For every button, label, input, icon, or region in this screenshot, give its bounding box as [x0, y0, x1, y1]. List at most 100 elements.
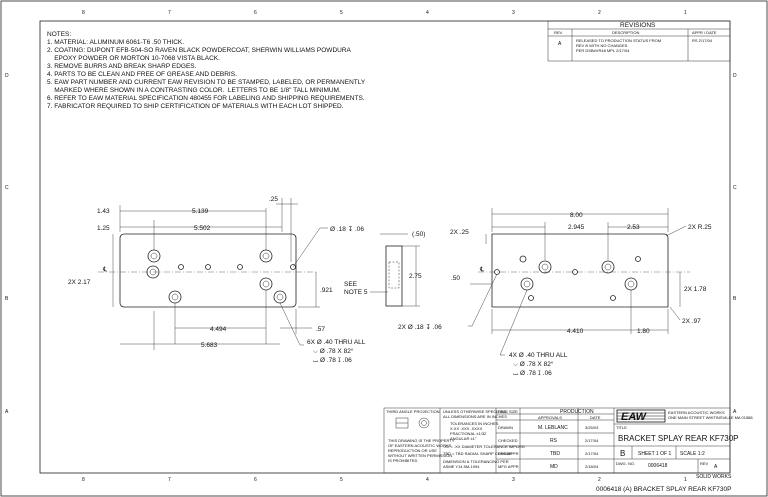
- left-view: ℄ 1.43 1.25 5.139 5.502 .25: [68, 196, 366, 364]
- left-dim-5139: 5.139: [192, 208, 209, 215]
- tb-third-angle: THIRD ANGLE PROJECTION: [386, 409, 440, 414]
- zone-labels-bottom: 8 7 6 5 4 3 2 1: [82, 477, 687, 483]
- zone-left-C: C: [5, 185, 9, 191]
- left-part-outline: [119, 233, 297, 308]
- tb-name-mfg: MD: [550, 464, 558, 470]
- note-line-7: MARKED WHERE SHOWN IN A CONTRASTING COLO…: [47, 87, 341, 94]
- zone-labels-left: D C B A: [5, 73, 9, 415]
- right-hole40: 4X Ø .40 THRU ALL: [509, 352, 568, 359]
- tb-company: EASTERN ACOUSTIC WORKS: [668, 410, 725, 415]
- note-line-2: 2. COATING: DUPONT EFB-504-SO RAVEN BLAC…: [47, 47, 352, 54]
- side-dim-275: 2.75: [409, 273, 422, 280]
- tb-role-drawn: DRAWN: [498, 425, 513, 430]
- tb-tol-1: TOLERANCES IN INCHES: [450, 421, 499, 426]
- eaw-logo: EAW: [616, 409, 666, 423]
- tb-tol-3: FRACTIONAL ±1/32: [450, 431, 487, 436]
- note-line-5: 4. PARTS TO BE CLEAN AND FREE OF GREASE …: [47, 71, 237, 78]
- right-view: ℄ 8.00 2.945 2.53 2X R.25 2X .25: [398, 208, 712, 377]
- right-hole18-leader: [468, 273, 498, 327]
- zone-top-5: 5: [340, 10, 343, 16]
- right-small-hole-6: [610, 295, 616, 301]
- tb-approvals: APPROVALS: [538, 415, 562, 420]
- zone-bottom-5: 5: [340, 477, 343, 483]
- tb-date-eng: 2/17/04: [585, 451, 599, 456]
- tb-dwgno-h: DWG. NO.: [616, 461, 635, 466]
- zone-bottom-3: 3: [512, 477, 515, 483]
- zone-bottom-4: 4: [426, 477, 429, 483]
- right-r25-leader: [665, 225, 687, 237]
- zone-right-C: C: [733, 185, 737, 191]
- left-dim-125: 1.25: [97, 225, 110, 232]
- left-dim-57: .57: [316, 326, 325, 333]
- tb-prop-3: REPRODUCTION OR USE: [388, 448, 437, 453]
- right-small-hole-5: [635, 256, 641, 262]
- right-cl-symbol: ℄: [479, 266, 485, 273]
- zone-top-2: 2: [598, 10, 601, 16]
- left-small-hole-2: [205, 264, 211, 270]
- right-cbore-hole-1: [538, 260, 552, 274]
- rev-h-rev: REV: [554, 30, 563, 35]
- left-hole18: Ø .18 ↧ .06: [330, 225, 364, 233]
- right-hole40-leader: [499, 289, 528, 356]
- rev-a-desc-1: RELEASED TO PRODUCTION STATUS FROM: [576, 38, 661, 43]
- right-dim-50: .50: [451, 275, 460, 282]
- tb-title-h: TITLE: [616, 425, 627, 430]
- right-cb78: ⌴ Ø .78 ↧ .06: [513, 370, 552, 377]
- zone-bottom-7: 7: [168, 477, 171, 483]
- left-dim-5683: 5.683: [201, 342, 218, 349]
- right-dim-180: 1.80: [637, 328, 650, 335]
- tb-sheet: SHEET 1 OF 1: [638, 451, 671, 457]
- left-small-hole-4: [290, 264, 296, 270]
- zone-left-D: D: [5, 73, 9, 79]
- zone-bottom-8: 8: [82, 477, 85, 483]
- side-part-outline: [385, 245, 403, 307]
- left-dim-2x217: 2X 2.17: [68, 279, 91, 286]
- revisions-table: REVISIONS REV DESCRIPTION APPR / DATE A …: [547, 20, 731, 62]
- rev-title: REVISIONS: [620, 22, 656, 29]
- right-dim-2945: 2.945: [568, 224, 585, 231]
- zone-top-3: 3: [512, 10, 515, 16]
- tb-scale: SCALE 1:2: [680, 451, 705, 457]
- left-csk78: ⌵ Ø .78 X 82°: [313, 347, 354, 355]
- note-line-6: 5. EAW PART NUMBER AND CURRENT EAW REVIS…: [47, 79, 366, 86]
- tb-role-checked: CHECKED: [498, 438, 518, 443]
- left-dim-4494: 4.494: [210, 326, 227, 333]
- zone-top-1: 1: [684, 10, 687, 16]
- left-dim-25: .25: [269, 196, 278, 203]
- right-part-outline: [491, 233, 669, 308]
- notes-block: NOTES: 1. MATERIAL: ALUMINUM 6061-T6 .50…: [47, 31, 366, 110]
- rev-a-desc-3: PER DSB#VR48 MPL 2/17/04: [576, 48, 630, 53]
- rev-a-letter: A: [558, 41, 562, 47]
- rev-a-appr: RS 2/17/04: [692, 38, 713, 43]
- tb-tol-n1: .XX = .XX DIAMETER TOLERANCE IMPLIED: [443, 444, 525, 449]
- right-dim-253: 2.53: [627, 224, 640, 231]
- tb-rev: A: [714, 464, 718, 470]
- tb-role-mfg: MFG APPR: [498, 464, 519, 469]
- tb-date-checked: 2/17/04: [585, 438, 599, 443]
- right-small-hole-4: [572, 269, 578, 275]
- right-dim-97-line: [669, 306, 681, 321]
- side-view: 2.75 (.50) SEE NOTE 5: [344, 231, 425, 307]
- notes-title: NOTES:: [47, 31, 71, 38]
- zone-bottom-6: 6: [254, 477, 257, 483]
- side-hole-hidden: [388, 261, 400, 289]
- title-block: THIRD ANGLE PROJECTION THIS DRAWING IS T…: [383, 407, 753, 474]
- zone-top-8: 8: [82, 10, 85, 16]
- tb-name-eng: TBD: [550, 451, 560, 457]
- left-cbore-hole-2: [146, 265, 160, 279]
- left-cb78: ⌴ Ø .78 ↧ .06: [313, 357, 352, 364]
- left-dim-921: .921: [320, 287, 333, 294]
- tb-tol-h2: ALL DIMENSIONS ARE IN INCHES: [443, 414, 507, 419]
- zone-top-6: 6: [254, 10, 257, 16]
- left-small-hole-1: [178, 264, 184, 270]
- zone-right-B: B: [733, 296, 737, 302]
- tb-rev-h: REV: [700, 461, 709, 466]
- tb-prop-1: THIS DRAWING IS THE PROPERTY: [388, 438, 455, 443]
- rev-a-desc-2: REV B WITH NO CHANGES.: [576, 43, 628, 48]
- zone-bottom-2: 2: [598, 477, 601, 483]
- side-see-note-2: NOTE 5: [344, 289, 368, 296]
- note-line-1: 1. MATERIAL: ALUMINUM 6061-T6 .50 THICK.: [47, 39, 184, 46]
- right-small-hole-1: [519, 255, 527, 263]
- tb-tol-n2: TBD = TBD RADIAL SHARP CORNER: [443, 451, 512, 456]
